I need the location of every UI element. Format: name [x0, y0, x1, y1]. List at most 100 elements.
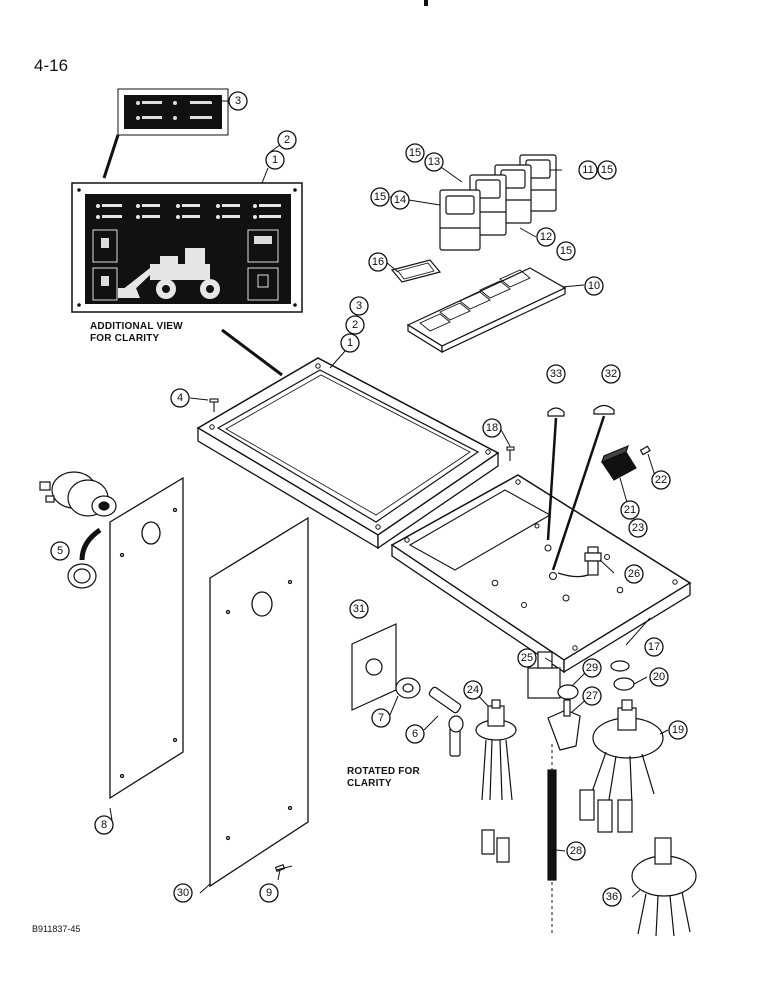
- svg-text:21: 21: [624, 504, 636, 516]
- svg-text:28: 28: [570, 845, 582, 857]
- svg-text:23: 23: [632, 522, 644, 534]
- hole-plugs: [546, 404, 615, 571]
- callout: 16: [368, 252, 388, 272]
- callout: 7: [371, 708, 391, 728]
- note-additional-view-line1: ADDITIONAL VIEW: [90, 321, 183, 332]
- svg-text:2: 2: [352, 319, 358, 331]
- callout: 15: [405, 143, 425, 163]
- svg-text:15: 15: [374, 191, 386, 203]
- page-number: 4-16: [34, 56, 69, 75]
- note-additional-view-line2: FOR CLARITY: [90, 333, 160, 344]
- callout: 3: [349, 296, 369, 316]
- callout: 9: [259, 883, 279, 903]
- svg-text:27: 27: [586, 690, 598, 702]
- note-additional-view: ADDITIONAL VIEW FOR CLARITY: [90, 321, 183, 345]
- callout: 4: [170, 388, 190, 408]
- svg-text:20: 20: [653, 671, 665, 683]
- svg-text:6: 6: [412, 728, 418, 740]
- switch-mounting-frame: [406, 267, 567, 354]
- svg-text:14: 14: [394, 194, 406, 206]
- callout: 23: [628, 518, 648, 538]
- callout: 30: [173, 883, 193, 903]
- callout: 29: [582, 658, 602, 678]
- callout: 31: [349, 599, 369, 619]
- crop-mark: [424, 0, 428, 6]
- ignition-decal: [351, 623, 397, 711]
- svg-text:18: 18: [486, 422, 498, 434]
- nut-and-key: [395, 677, 464, 757]
- callout: 28: [566, 841, 586, 861]
- svg-text:26: 26: [628, 568, 640, 580]
- callout: 15: [597, 160, 617, 180]
- callout: 2: [277, 130, 297, 150]
- svg-text:19: 19: [672, 724, 684, 736]
- lower-instrument-panel: [390, 474, 692, 674]
- ignition-switch: [39, 471, 117, 589]
- callout: 14: [390, 190, 410, 210]
- washers: [610, 660, 635, 691]
- callout: 12: [536, 227, 556, 247]
- rotary-switch-24: [475, 699, 517, 863]
- screw-9: [274, 864, 293, 872]
- rotary-switch-19: [579, 699, 664, 833]
- svg-text:16: 16: [372, 256, 384, 268]
- svg-text:15: 15: [601, 164, 613, 176]
- svg-text:31: 31: [353, 603, 365, 615]
- svg-text:25: 25: [521, 652, 533, 664]
- callout: 22: [651, 470, 671, 490]
- svg-text:8: 8: [101, 819, 107, 831]
- callout: 3: [228, 91, 248, 111]
- svg-text:33: 33: [550, 368, 562, 380]
- callout: 11: [578, 160, 598, 180]
- svg-text:17: 17: [648, 641, 660, 653]
- svg-text:5: 5: [57, 545, 63, 557]
- callout: 2: [345, 315, 365, 335]
- svg-text:13: 13: [428, 156, 440, 168]
- callout: 10: [584, 276, 604, 296]
- svg-text:24: 24: [467, 684, 479, 696]
- callout: 5: [50, 541, 70, 561]
- instrument-decal-panel: [71, 182, 303, 313]
- svg-text:1: 1: [272, 154, 278, 166]
- panel-screws: [209, 398, 515, 461]
- svg-text:4: 4: [177, 392, 183, 404]
- svg-text:32: 32: [605, 368, 617, 380]
- rocker-switch-group: [439, 154, 557, 251]
- callout: 13: [424, 152, 444, 172]
- callout: 17: [644, 637, 664, 657]
- side-panel-left: [109, 476, 184, 800]
- svg-text:29: 29: [586, 662, 598, 674]
- svg-text:1: 1: [347, 337, 353, 349]
- svg-text:15: 15: [409, 147, 421, 159]
- callout: 15: [370, 187, 390, 207]
- callout: 18: [482, 418, 502, 438]
- svg-text:30: 30: [177, 887, 189, 899]
- instrument-panel-cover: [196, 357, 500, 550]
- panel-push-switch: [557, 546, 602, 578]
- callout: 25: [517, 648, 537, 668]
- callout: 27: [582, 686, 602, 706]
- figure-code: B911837-45: [32, 924, 81, 934]
- callout: 20: [649, 667, 669, 687]
- callout: 36: [602, 887, 622, 907]
- knob: [601, 444, 651, 481]
- note-rotated: ROTATED FOR CLARITY: [347, 766, 420, 790]
- svg-text:7: 7: [378, 712, 384, 724]
- callout: 1: [340, 333, 360, 353]
- svg-text:11: 11: [582, 164, 593, 176]
- svg-text:2: 2: [284, 134, 290, 146]
- callout: 32: [601, 364, 621, 384]
- callout: 19: [668, 720, 688, 740]
- note-rotated-line1: ROTATED FOR: [347, 766, 420, 777]
- svg-text:9: 9: [266, 887, 272, 899]
- callout: 24: [463, 680, 483, 700]
- callout: 33: [546, 364, 566, 384]
- callout: 26: [624, 564, 644, 584]
- note-rotated-line2: CLARITY: [347, 778, 392, 789]
- switch-bezel: [390, 259, 442, 283]
- rotary-switch-36: [631, 837, 697, 937]
- callout: 8: [94, 815, 114, 835]
- svg-text:22: 22: [655, 474, 667, 486]
- callouts: 3 2 1 15 13 11 15 15 14 12 15 16 10 3 2 …: [50, 91, 688, 907]
